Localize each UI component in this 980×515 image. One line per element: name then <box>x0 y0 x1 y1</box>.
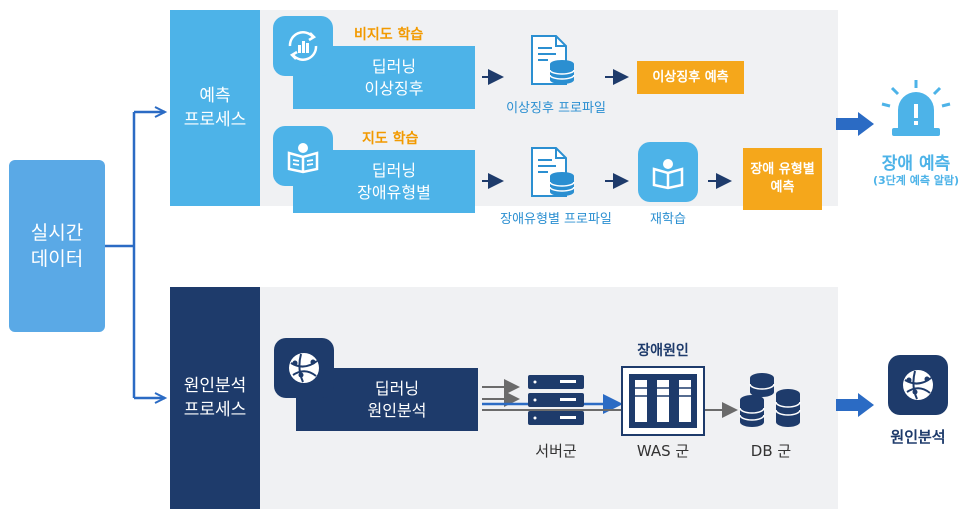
anomaly-profile-caption: 이상징후 프로파일 <box>506 101 606 116</box>
realtime-data-label: 실시간 데이터 <box>30 222 84 270</box>
globe-icon <box>903 370 933 400</box>
type-profile-caption: 장애유형별 프로파일 <box>500 212 612 227</box>
chart-refresh-icon <box>288 31 318 61</box>
alarm-siren-icon <box>878 78 954 144</box>
type-prediction-text: 장애 유형별 예측 <box>750 162 815 195</box>
db-group-caption: DB 군 <box>750 442 792 460</box>
realtime-data-box: 실시간 데이터 <box>9 160 105 332</box>
supervised-tag: 지도 학습 <box>362 131 419 147</box>
deeplearning-type-text: 딥러닝 장애유형별 <box>357 160 431 202</box>
deeplearning-cause-text: 딥러닝 원인분석 <box>367 378 427 420</box>
book-person-tile <box>273 126 333 186</box>
source-connector <box>105 110 165 400</box>
predict-output-subtitle: (3단계 예측 알람) <box>872 174 960 187</box>
output-arrow-cause <box>836 393 874 417</box>
predict-process-label: 예측 프로세스 <box>170 10 260 206</box>
anomaly-prediction-text: 이상징후 예측 <box>652 69 729 85</box>
unsupervised-tag: 비지도 학습 <box>354 27 424 43</box>
anomaly-prediction-box: 이상징후 예측 <box>637 61 744 94</box>
predict-output-title: 장애 예측 <box>881 154 951 174</box>
cause-output-tile <box>888 355 948 415</box>
database-stack-icon <box>738 370 808 436</box>
globe-tile <box>274 338 334 398</box>
output-arrow-predict <box>836 112 874 136</box>
book-person-icon <box>287 143 319 174</box>
type-prediction-box: 장애 유형별 예측 <box>743 148 822 210</box>
book-person-icon <box>652 159 684 190</box>
was-group-caption: WAS 군 <box>636 442 690 460</box>
cause-process-label: 원인분석 프로세스 <box>170 287 260 509</box>
cause-output-title: 원인분석 <box>890 428 946 446</box>
server-rack-icon <box>526 373 586 433</box>
cause-process-text: 원인분석 프로세스 <box>183 376 247 420</box>
relearn-caption: 재학습 <box>650 212 686 227</box>
server-group-caption: 서버군 <box>535 442 577 460</box>
relearn-tile <box>638 142 698 202</box>
type-profile-icon <box>528 146 578 208</box>
anomaly-profile-icon <box>528 34 578 96</box>
cause-header: 장애원인 <box>637 343 689 359</box>
deeplearning-anomaly-box: 딥러닝 이상징후 <box>293 46 475 109</box>
globe-icon <box>289 353 319 383</box>
was-icon <box>621 366 705 440</box>
deeplearning-anomaly-text: 딥러닝 이상징후 <box>364 56 424 98</box>
predict-process-text: 예측 프로세스 <box>183 86 247 130</box>
chart-refresh-tile <box>273 16 333 76</box>
